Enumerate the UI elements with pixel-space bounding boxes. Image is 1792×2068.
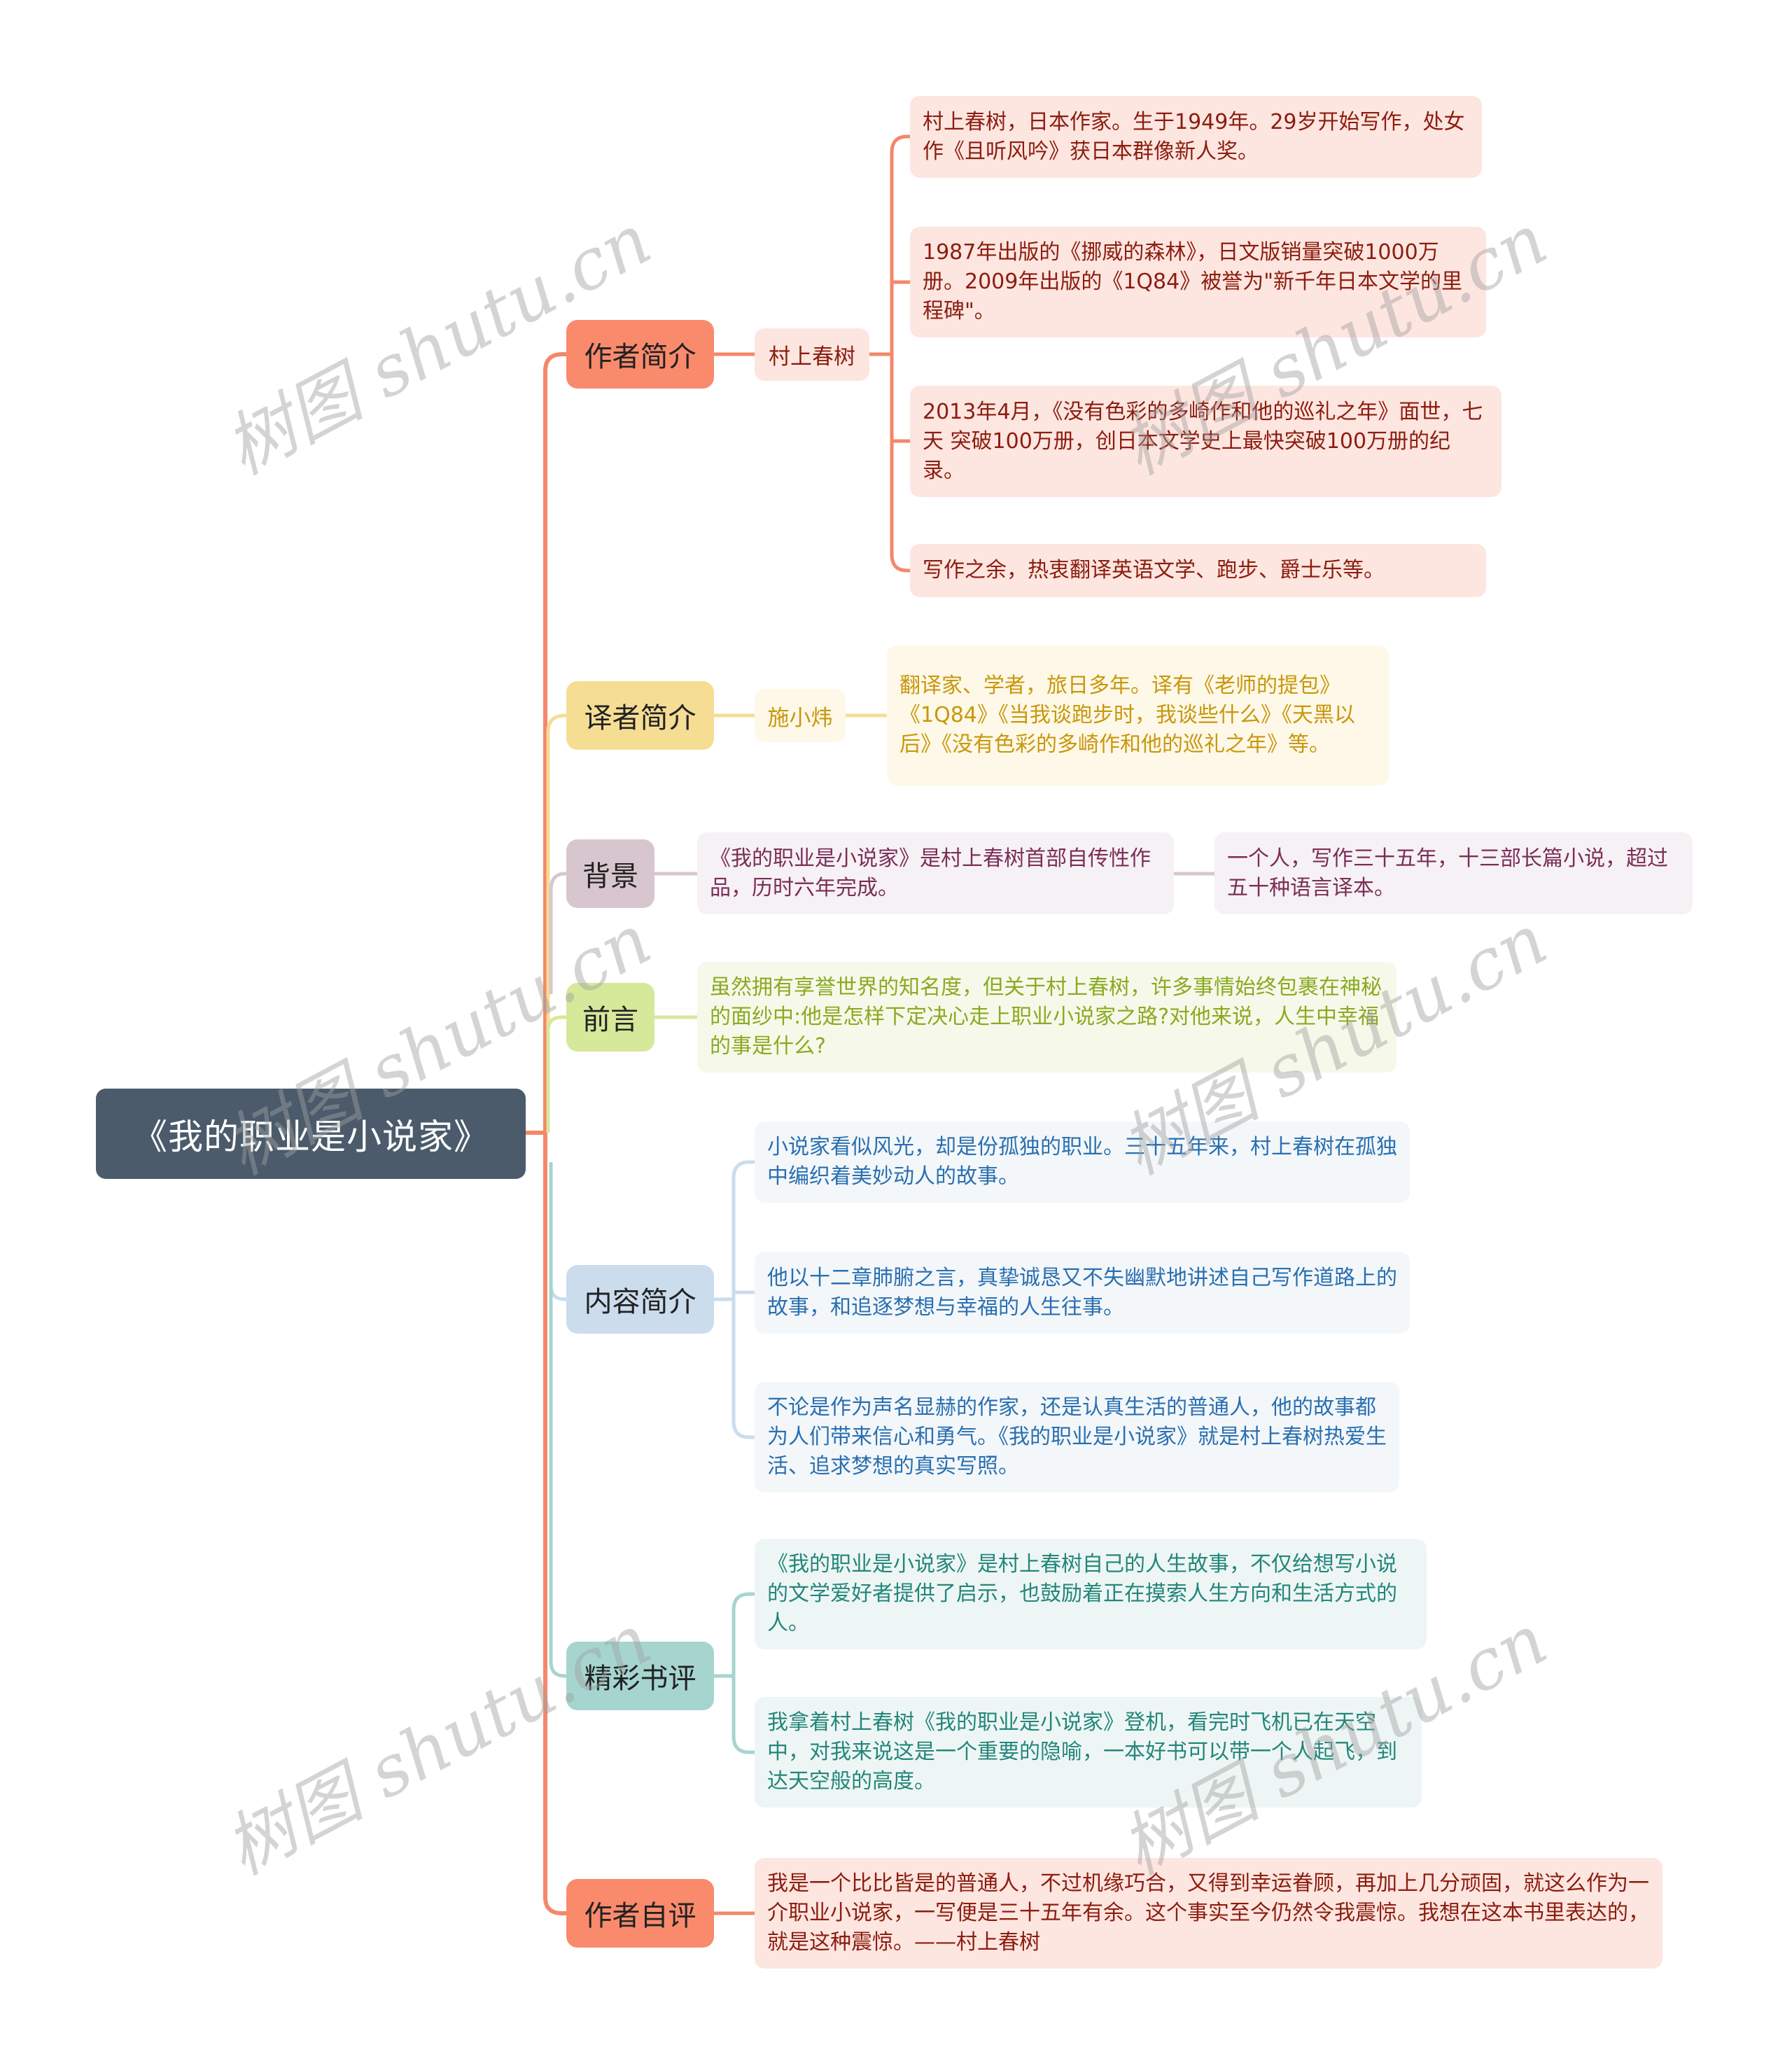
branch-content-intro[interactable]: 内容简介	[566, 1265, 714, 1334]
leaf-author-4[interactable]: 写作之余，热衷翻译英语文学、跑步、爵士乐等。	[910, 544, 1486, 597]
root-title: 《我的职业是小说家》	[132, 1116, 489, 1157]
leaf-preface-1[interactable]: 虽然拥有享誉世界的知名度，但关于村上春树，许多事情始终包裹在神秘的面纱中:他是怎…	[697, 962, 1396, 1073]
root-node[interactable]: 《我的职业是小说家》	[96, 1089, 526, 1179]
branch-preface[interactable]: 前言	[566, 983, 654, 1052]
branch-translator-intro[interactable]: 译者简介	[566, 681, 714, 750]
leaf-content-1[interactable]: 小说家看似风光，却是份孤独的职业。三十五年来，村上春树在孤独中编织着美妙动人的故…	[755, 1122, 1410, 1203]
sub-translator-name[interactable]: 施小炜	[755, 689, 846, 742]
branch-author-intro[interactable]: 作者简介	[566, 320, 714, 389]
watermark: 树图 shutu.cn	[211, 1598, 664, 1891]
leaf-author-2[interactable]: 1987年出版的《挪威的森林》，日文版销量突破1000万册。2009年出版的《1…	[910, 227, 1486, 337]
leaf-translator-1[interactable]: 翻译家、学者，旅日多年。译有《老师的提包》《1Q84》《当我谈跑步时，我谈些什么…	[887, 645, 1389, 785]
leaf-review-2[interactable]: 我拿着村上春树《我的职业是小说家》登机，看完时飞机已在天空中，对我来说这是一个重…	[755, 1697, 1422, 1808]
leaf-selfreview-1[interactable]: 我是一个比比皆是的普通人，不过机缘巧合，又得到幸运眷顾，再加上几分顽固，就这么作…	[755, 1858, 1662, 1969]
branch-background[interactable]: 背景	[566, 839, 654, 908]
leaf-review-1[interactable]: 《我的职业是小说家》是村上春树自己的人生故事，不仅给想写小说的文学爱好者提供了启…	[755, 1539, 1427, 1649]
branch-reviews[interactable]: 精彩书评	[566, 1642, 714, 1710]
leaf-content-3[interactable]: 不论是作为声名显赫的作家，还是认真生活的普通人，他的故事都为人们带来信心和勇气。…	[755, 1382, 1399, 1493]
leaf-author-3[interactable]: 2013年4月，《没有色彩的多崎作和他的巡礼之年》面世，七天 突破100万册，创…	[910, 386, 1502, 497]
leaf-background-2[interactable]: 一个人，写作三十五年，十三部长篇小说，超过五十种语言译本。	[1214, 832, 1693, 914]
leaf-author-1[interactable]: 村上春树，日本作家。生于1949年。29岁开始写作，处女作《且听风吟》获日本群像…	[910, 96, 1482, 178]
branch-label: 作者简介	[584, 341, 696, 373]
leaf-content-2[interactable]: 他以十二章肺腑之言，真挚诚恳又不失幽默地讲述自己写作道路上的故事，和追逐梦想与幸…	[755, 1252, 1410, 1334]
branch-author-self-review[interactable]: 作者自评	[566, 1879, 714, 1948]
leaf-background-1[interactable]: 《我的职业是小说家》是村上春树首部自传性作品，历时六年完成。	[697, 832, 1174, 914]
sub-author-name[interactable]: 村上春树	[755, 328, 869, 381]
